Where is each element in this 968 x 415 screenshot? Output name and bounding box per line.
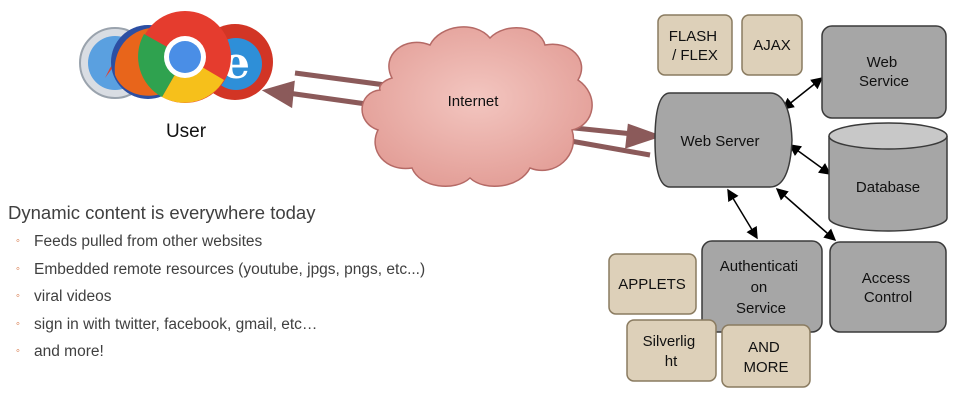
applets-box: APPLETS [608, 253, 697, 315]
user-label: User [166, 121, 207, 142]
bullet-icon: ◦ [16, 235, 20, 247]
list-item: ◦ sign in with twitter, facebook, gmail, … [14, 311, 425, 339]
list-item-text: sign in with twitter, facebook, gmail, e… [34, 315, 318, 333]
silverlight-box: Silverlig ht [626, 319, 717, 382]
list-item: ◦ and more! [14, 338, 425, 366]
and-more-label: AND MORE [744, 339, 789, 376]
list-item-text: and more! [34, 343, 104, 360]
flash-flex-box: FLASH / FLEX [657, 14, 733, 76]
list-item-text: viral videos [34, 288, 112, 305]
heading: Dynamic content is everywhere today [8, 202, 316, 223]
internet-cloud: Internet [361, 26, 593, 187]
bullet-icon: ◦ [16, 262, 20, 275]
auth-service-label: Authenticati on Service [720, 258, 803, 317]
access-control-label: Access Control [862, 270, 915, 306]
arrow-server-access [775, 188, 837, 241]
list-item: ◦ Embedded remote resources (youtube, jpg… [14, 256, 425, 284]
arrow-server-cloud [564, 137, 651, 158]
connector-arrows [727, 77, 837, 241]
bullet-icon: ◦ [16, 317, 20, 330]
arrow-user-cloud-upper [294, 70, 394, 89]
silverlight-label: Silverlig ht [643, 333, 700, 370]
database-label: Database [856, 179, 920, 196]
ajax-label: AJAX [753, 37, 791, 54]
and-more-box: AND MORE [721, 324, 811, 388]
web-server-label: Web Server [681, 133, 760, 150]
list-item-text: Embedded remote resources (youtube, jpgs… [34, 260, 426, 278]
arrow-server-webservice [781, 77, 824, 110]
text-block: Dynamic content is everywhere today ◦ Fee… [8, 202, 425, 366]
list-item: ◦ Feeds pulled from other websites [14, 228, 425, 256]
bullet-icon: ◦ [16, 290, 20, 302]
web-service-label: Web Service [859, 54, 909, 90]
auth-service-box: Authenticati on Service [701, 240, 823, 333]
ajax-box: AJAX [741, 14, 803, 76]
flash-flex-label: FLASH / FLEX [669, 28, 722, 64]
arrow-server-auth [727, 188, 758, 240]
list-item: ◦ viral videos [14, 283, 425, 311]
access-control-box: Access Control [829, 241, 947, 333]
chrome-icon [138, 11, 231, 103]
browser-icons: e [79, 11, 273, 103]
arrow-head-to-user [261, 80, 295, 109]
web-server-box: Web Server [654, 92, 793, 188]
cloud-label: Internet [448, 93, 500, 110]
web-service-box: Web Service [821, 25, 947, 119]
applets-label: APPLETS [618, 276, 686, 293]
bullet-list: ◦ Feeds pulled from other websites ◦ Embed… [8, 228, 425, 366]
arrow-head-to-server [625, 123, 663, 149]
bullet-icon: ◦ [16, 345, 20, 357]
database-cylinder: Database [828, 122, 948, 232]
arrow-server-database [788, 144, 832, 175]
list-item-text: Feeds pulled from other websites [34, 233, 263, 250]
